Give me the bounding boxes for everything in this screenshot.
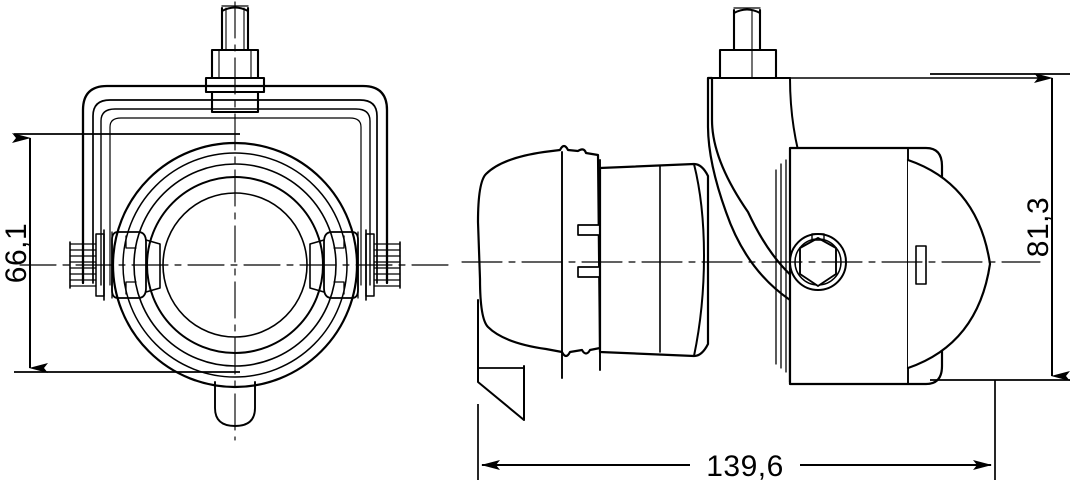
side-view bbox=[461, 7, 1041, 421]
dimension-length-side-view: 139,6 bbox=[477, 380, 996, 485]
side-view-cable-exit bbox=[477, 299, 525, 421]
side-view-pivot-bolt bbox=[789, 233, 847, 291]
front-view-centerlines bbox=[19, 1, 451, 441]
dimension-height-front-view: 66,1 bbox=[0, 133, 240, 373]
dimension-label-139-6: 139,6 bbox=[706, 450, 784, 483]
side-view-lens-housing bbox=[775, 146, 992, 386]
dimension-label-81-3: 81,3 bbox=[1022, 197, 1055, 257]
dimension-label-139-backdrop bbox=[690, 445, 800, 485]
front-view bbox=[19, 1, 451, 441]
dimension-height-side-view: 81,3 bbox=[930, 73, 1070, 381]
dimension-label-66-1: 66,1 bbox=[0, 223, 33, 283]
side-view-lamp-body bbox=[598, 162, 710, 358]
